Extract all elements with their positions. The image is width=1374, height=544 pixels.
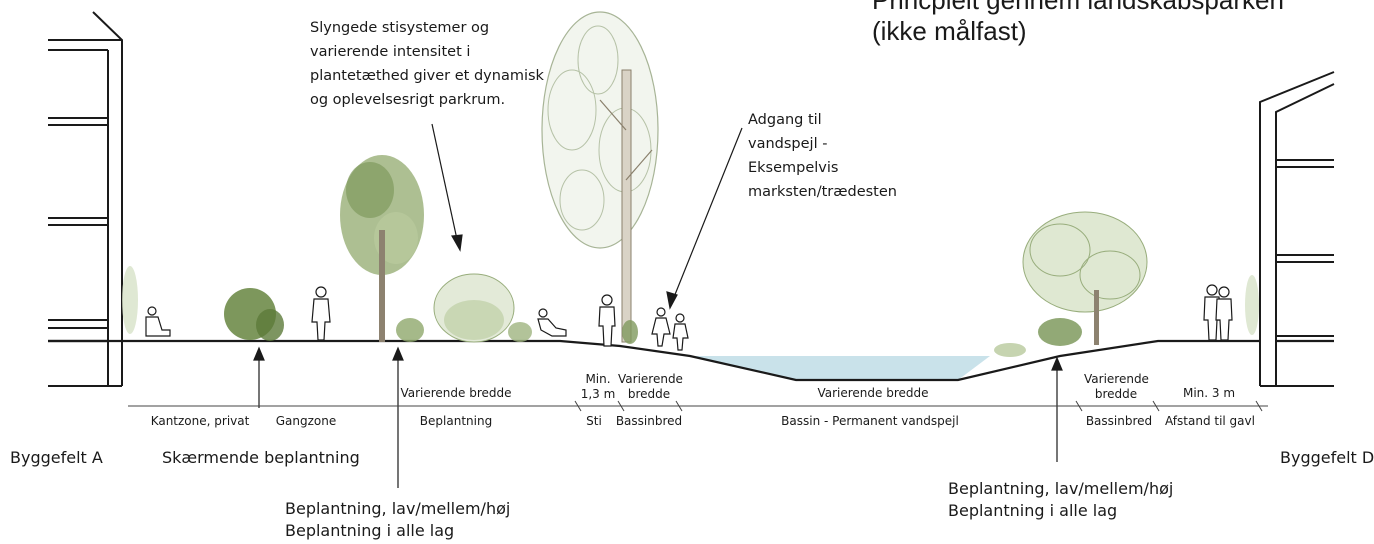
annotation-water-line: Eksempelvis — [748, 160, 839, 176]
zone-afstand: Afstand til gavl — [1165, 414, 1255, 428]
planting-right-line: Beplantning, lav/mellem/høj — [948, 479, 1174, 498]
planting-right-line: Beplantning i alle lag — [948, 501, 1118, 520]
dimension-line — [128, 400, 1268, 412]
building-left — [48, 11, 123, 387]
annotation-paths: Slyngede stisystemer og varierende inten… — [310, 16, 544, 112]
annotation-water-line: marksten/trædesten — [748, 184, 897, 200]
dim-varierende-bredde-3: Varierende bredde — [817, 386, 929, 400]
dim-min-13: Min. 1,3 m — [580, 372, 616, 401]
zone-kantzone: Kantzone, privat — [150, 414, 250, 428]
person-sitting-middle — [537, 308, 567, 337]
person-sitting-left — [145, 306, 171, 337]
building-right — [1259, 71, 1335, 387]
leader-arrows — [253, 123, 1063, 488]
children-playing — [651, 307, 689, 351]
people — [145, 284, 1233, 351]
annotation-water-line: vandspejl - — [748, 136, 828, 152]
water-basin — [690, 356, 990, 380]
zone-bassin: Bassin - Permanent vandspejl — [781, 414, 959, 428]
planting-left-line: Beplantning, lav/mellem/høj — [285, 499, 511, 518]
label-byggefelt-a: Byggefelt A — [10, 448, 103, 467]
dim-min-3: Min. 3 m — [1182, 386, 1236, 400]
person-standing-middle — [598, 294, 616, 347]
label-byggefelt-d: Byggefelt D — [1280, 448, 1374, 467]
dim-varierende-bredde-2: Varierende bredde — [618, 372, 683, 401]
shrubs — [122, 266, 1259, 357]
zone-bassinbred-2: Bassinbred — [1085, 414, 1153, 428]
zone-gangzone: Gangzone — [275, 414, 337, 428]
zone-bassinbred-1: Bassinbred — [615, 414, 683, 428]
ground-line — [48, 339, 1260, 382]
planting-left-line: Beplantning i alle lag — [285, 521, 455, 540]
annotation-water-access: Adgang til vandspejl - Eksempelvis marks… — [748, 108, 897, 204]
label-planting-left: Beplantning, lav/mellem/høj Beplantning … — [285, 498, 510, 542]
tree-right — [1022, 211, 1148, 346]
zone-beplantning: Beplantning — [419, 414, 493, 428]
annotation-water-line: Adgang til — [748, 112, 822, 128]
title-line-2: (ikke målfast) — [872, 16, 1027, 46]
label-skaermende-beplantning: Skærmende beplantning — [162, 448, 360, 467]
tall-tree — [541, 11, 659, 343]
annotation-paths-line: Slyngede stisystemer og — [310, 20, 490, 36]
annotation-paths-line: varierende intensitet i — [310, 44, 471, 60]
zone-sti: Sti — [586, 414, 602, 428]
dim-varierende-bredde-1: Varierende bredde — [400, 386, 512, 400]
title-line-1: Princpielt gennem landskabsparken — [872, 0, 1284, 15]
dim-varierende-bredde-4: Varierende bredde — [1084, 372, 1149, 401]
annotation-paths-line: og oplevelsesrigt parkrum. — [310, 92, 506, 108]
label-planting-right: Beplantning, lav/mellem/høj Beplantning … — [948, 478, 1173, 522]
couple-right — [1203, 284, 1233, 341]
medium-tree-left — [340, 155, 424, 342]
person-standing-left — [311, 286, 331, 341]
annotation-paths-line: plantetæthed giver et dynamisk — [310, 68, 544, 84]
